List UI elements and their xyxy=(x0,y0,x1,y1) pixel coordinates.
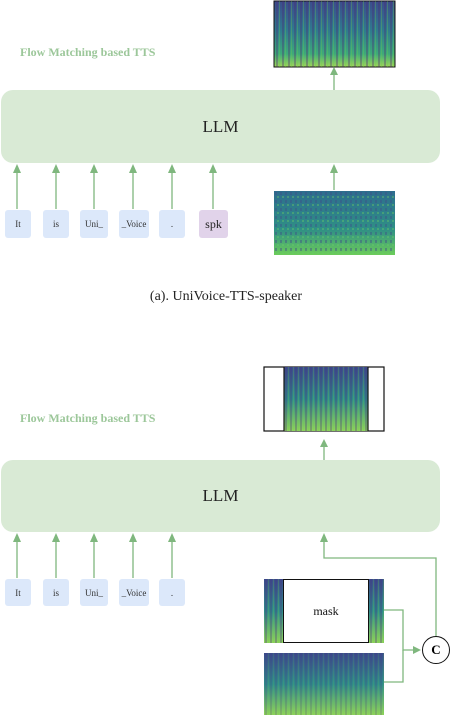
token-period: . xyxy=(159,210,185,238)
token-is: is xyxy=(43,210,69,238)
llm-label-b: LLM xyxy=(202,486,239,505)
token-is-b: is xyxy=(43,579,69,606)
mask-region: mask xyxy=(283,579,369,643)
llm-label: LLM xyxy=(202,116,239,136)
token-it: It xyxy=(5,210,31,238)
panel-b: Flow Matching based TTS LLM It is Uni_ _… xyxy=(0,360,452,718)
flow-matching-label: Flow Matching based TTS xyxy=(20,45,156,59)
llm-block-b: LLM xyxy=(1,460,440,532)
token-voice: _Voice xyxy=(119,210,149,238)
token-period-b: . xyxy=(159,579,185,606)
token-uni-b: Uni_ xyxy=(80,579,108,606)
token-voice-b: _Voice xyxy=(119,579,149,606)
token-spk: spk xyxy=(199,210,228,238)
flow-matching-label-b: Flow Matching based TTS xyxy=(20,411,156,425)
caption-a: (a). UniVoice-TTS-speaker xyxy=(149,289,303,304)
llm-block: LLM xyxy=(1,90,440,163)
concat-operator: C xyxy=(422,636,450,664)
token-it-b: It xyxy=(5,579,31,606)
panel-a: Flow Matching based TTS LLM It is Uni_ _… xyxy=(0,0,452,330)
token-uni: Uni_ xyxy=(80,210,108,238)
